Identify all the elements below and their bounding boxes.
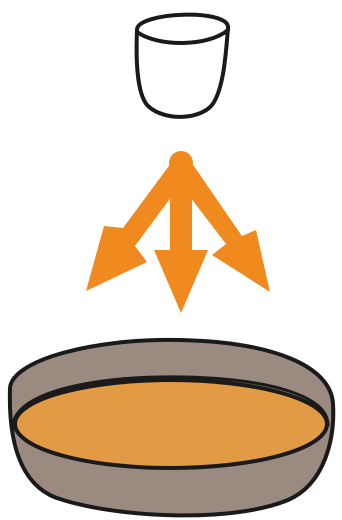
arrow-joint: [169, 151, 193, 175]
tray-liquid-surface: [15, 380, 327, 468]
cup-icon: [137, 15, 228, 117]
cup-body: [137, 15, 228, 117]
three-way-arrow-icon: [86, 151, 270, 313]
shallow-tray-icon: [10, 340, 333, 516]
